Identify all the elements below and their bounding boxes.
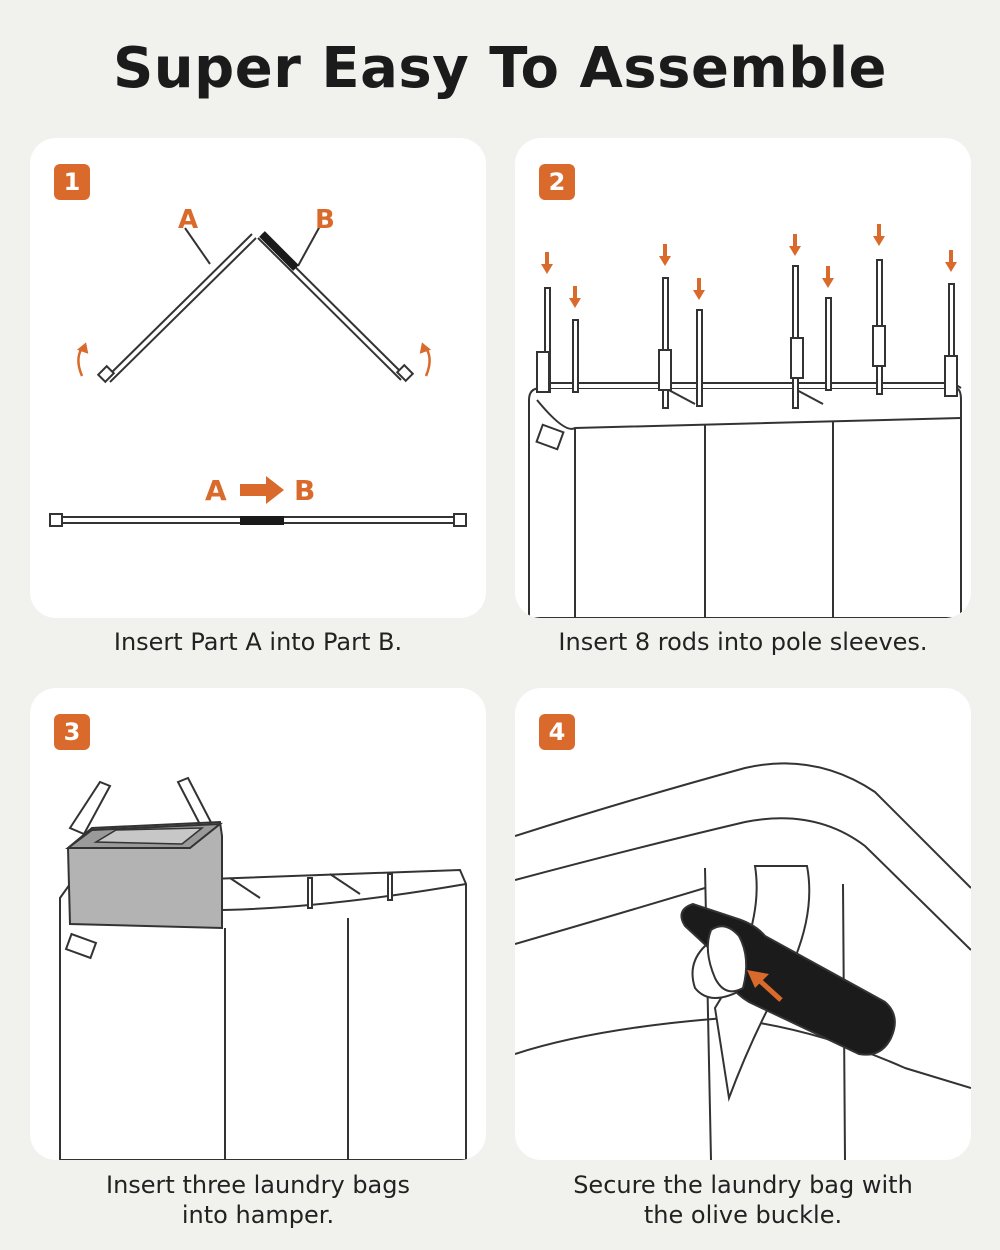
step-4-caption-line-1: Secure the laundry bag with: [573, 1171, 913, 1199]
step-1-card: A B A B 1: [30, 138, 486, 618]
step-2-card: 2: [515, 138, 971, 618]
label-b: B: [315, 205, 335, 235]
step-3-card: 3: [30, 688, 486, 1160]
push-arrow-icon: [747, 970, 769, 988]
label-b-joined: B: [294, 474, 315, 507]
step-1-badge: 1: [54, 164, 90, 200]
label-a: A: [178, 205, 198, 235]
step-4-badge: 4: [539, 714, 575, 750]
step-2-badge: 2: [539, 164, 575, 200]
step-4-illustration: [515, 762, 971, 1160]
step-3-caption-line-1: Insert three laundry bags: [106, 1171, 410, 1199]
step-3-caption: Insert three laundry bags into hamper.: [30, 1170, 486, 1230]
step-3-badge: 3: [54, 714, 90, 750]
step-3-caption-line-2: into hamper.: [181, 1201, 335, 1229]
step-4-card: 4: [515, 688, 971, 1160]
step-1-caption: Insert Part A into Part B.: [113, 628, 403, 656]
label-a-joined: A: [205, 474, 227, 507]
step-1-illustration: A B A B: [49, 205, 467, 527]
page-title: Super Easy To Assemble: [112, 36, 888, 101]
step-4-caption-line-2: the olive buckle.: [643, 1201, 843, 1229]
step-2-illustration: [528, 224, 962, 618]
step-2-caption: Insert 8 rods into pole sleeves.: [558, 628, 928, 656]
a-to-b-arrow-icon: [240, 476, 284, 504]
step-4-caption: Secure the laundry bag with the olive bu…: [515, 1170, 971, 1230]
step-3-illustration: [59, 776, 467, 1160]
